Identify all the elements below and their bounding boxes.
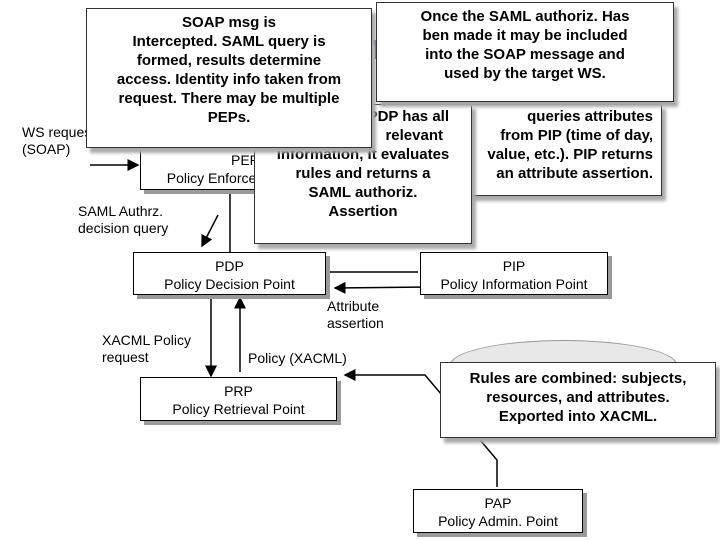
pap-node: PAP Policy Admin. Point	[413, 489, 583, 533]
prp-full: Policy Retrieval Point	[172, 401, 305, 417]
prp-abbr: PRP	[224, 383, 253, 399]
pip-full: Policy Information Point	[440, 276, 588, 292]
rules-combined-callout: Rules are combined: subjects, resources,…	[440, 362, 716, 438]
soap-intercept-callout: SOAP msg is Intercepted. SAML query is f…	[86, 8, 372, 148]
pdp-evaluates-callout: PDP has all relevant information, it eva…	[254, 104, 472, 244]
pap-abbr: PAP	[484, 495, 512, 511]
prp-node: PRP Policy Retrieval Point	[140, 377, 337, 421]
pdp-node: PDP Policy Decision Point	[133, 252, 326, 295]
pap-full: Policy Admin. Point	[438, 513, 558, 529]
pdp-full: Policy Decision Point	[164, 276, 295, 292]
pdp-abbr: PDP	[215, 258, 244, 274]
ws-request-label: WS request (SOAP)	[22, 124, 96, 157]
pip-abbr: PIP	[502, 258, 526, 274]
saml-authz-query-label: SAML Authrz. decision query	[78, 203, 169, 236]
attribute-assertion-label: Attribute assertion	[327, 298, 384, 331]
saml-included-callout: Once the SAML authoriz. Has ben made it …	[376, 2, 674, 102]
xacml-request-label: XACML Policy request	[102, 332, 191, 365]
pip-node: PIP Policy Information Point	[420, 252, 608, 295]
policy-xacml-label: Policy (XACML)	[248, 350, 347, 366]
pep-abbr: PEP	[230, 152, 259, 168]
